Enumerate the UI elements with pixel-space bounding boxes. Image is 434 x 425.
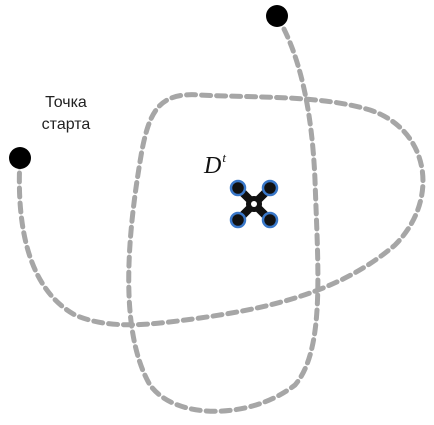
start-point-icon	[9, 147, 31, 169]
start-label-line2: старта	[41, 116, 91, 133]
drone-label-superscript: t	[222, 150, 226, 165]
end-point-icon	[266, 5, 288, 27]
trajectory-path	[16, 13, 426, 414]
start-point-label: Точка старта	[28, 92, 104, 136]
start-label-line1: Точка	[45, 94, 87, 111]
drone-label: Dt	[204, 144, 226, 180]
drone-icon	[229, 179, 279, 229]
drone-rotor	[229, 179, 279, 229]
drone-label-base: D	[204, 153, 222, 179]
